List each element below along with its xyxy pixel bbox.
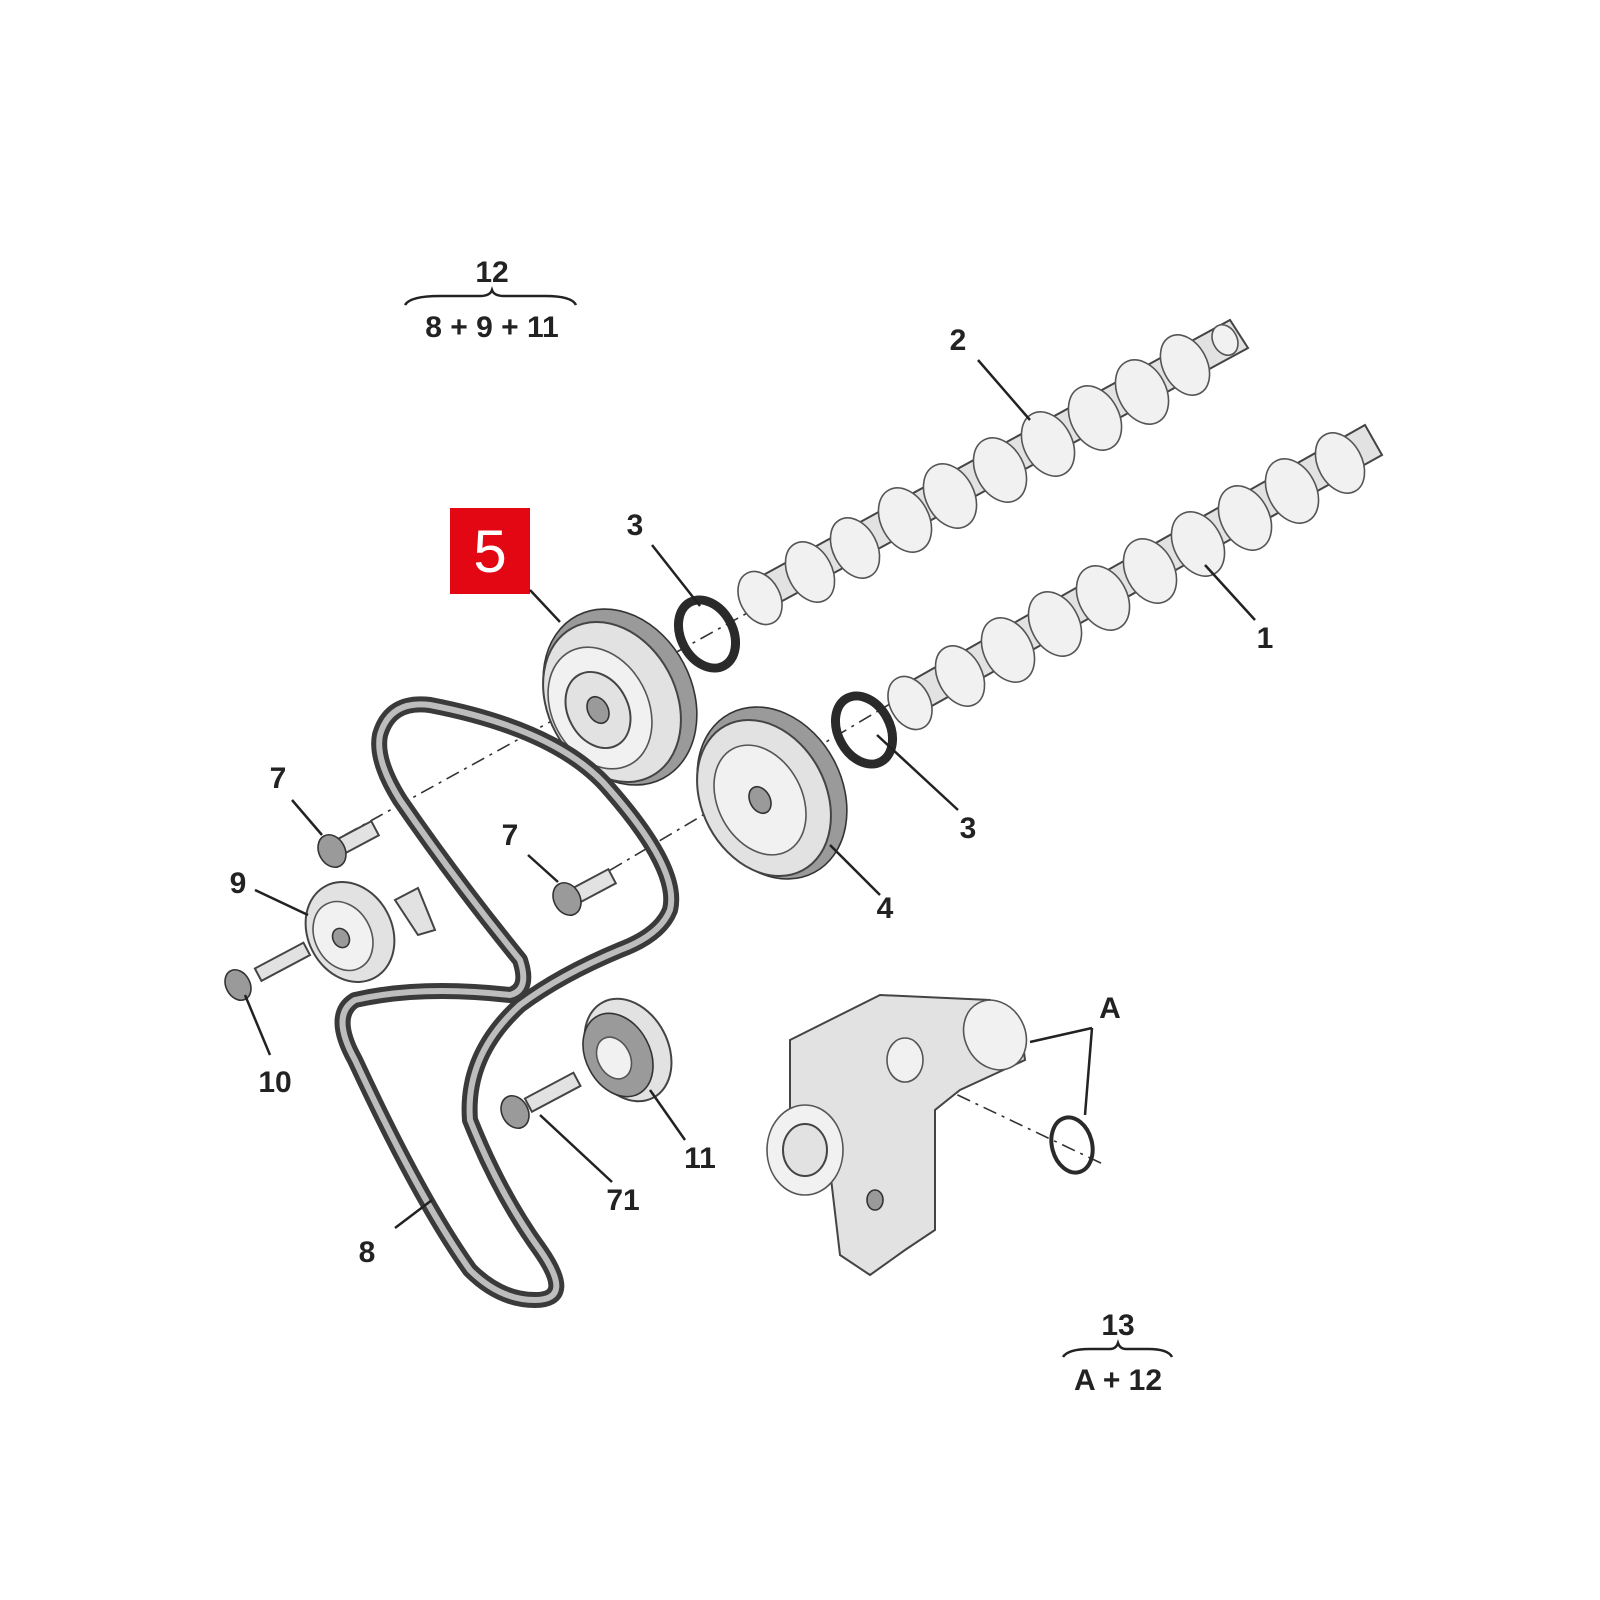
kit-13-components: A + 12 <box>1074 1364 1162 1397</box>
callout-9: 9 <box>230 867 247 900</box>
kit-12-formula: 12 8 + 9 + 11 <box>403 256 578 344</box>
seal-ring-upper <box>673 595 741 673</box>
callout-labels: 2 1 3 3 4 7 7 9 10 11 71 8 A <box>230 324 1274 1269</box>
water-pump <box>766 993 1028 1277</box>
kit-12-number: 12 <box>475 256 508 289</box>
camshaft-lower <box>887 423 1384 731</box>
kit-13-brace <box>1061 1339 1174 1358</box>
bolt-71 <box>500 1071 582 1130</box>
bolt-10 <box>224 941 312 1002</box>
callout-71: 71 <box>606 1184 639 1217</box>
seal-ring-lower <box>830 691 898 769</box>
kit-13-formula: 13 A + 12 <box>1061 1309 1174 1397</box>
tensioner-pulley-9 <box>304 881 437 983</box>
kit-12-components: 8 + 9 + 11 <box>425 311 558 344</box>
callout-A: A <box>1099 992 1121 1025</box>
camshaft-upper <box>737 318 1250 626</box>
callout-1: 1 <box>1257 622 1274 655</box>
callout-4: 4 <box>877 892 894 925</box>
timing-belt-8 <box>334 696 680 1308</box>
idler-pulley-11 <box>582 997 673 1103</box>
water-pump-seal-ring <box>1049 1115 1095 1175</box>
kit-13-number: 13 <box>1101 1309 1134 1342</box>
kit-12-brace <box>403 286 578 306</box>
callout-3-lower: 3 <box>960 812 977 845</box>
camshaft-pulley-5 <box>542 608 698 786</box>
leader-lines <box>243 359 1256 1229</box>
highlight-badge-5: 5 <box>450 508 561 623</box>
camshaft-pulley-4 <box>696 706 848 880</box>
bolt-7-lower <box>552 867 618 917</box>
callout-7-upper: 7 <box>270 762 287 795</box>
callout-3-upper: 3 <box>627 509 644 542</box>
callout-7-lower: 7 <box>502 819 519 852</box>
callout-11: 11 <box>684 1142 716 1175</box>
callout-8: 8 <box>359 1236 376 1269</box>
bolt-7-upper <box>317 819 381 869</box>
callout-2: 2 <box>950 324 967 357</box>
callout-10: 10 <box>258 1066 291 1099</box>
highlight-badge-label: 5 <box>473 518 506 585</box>
